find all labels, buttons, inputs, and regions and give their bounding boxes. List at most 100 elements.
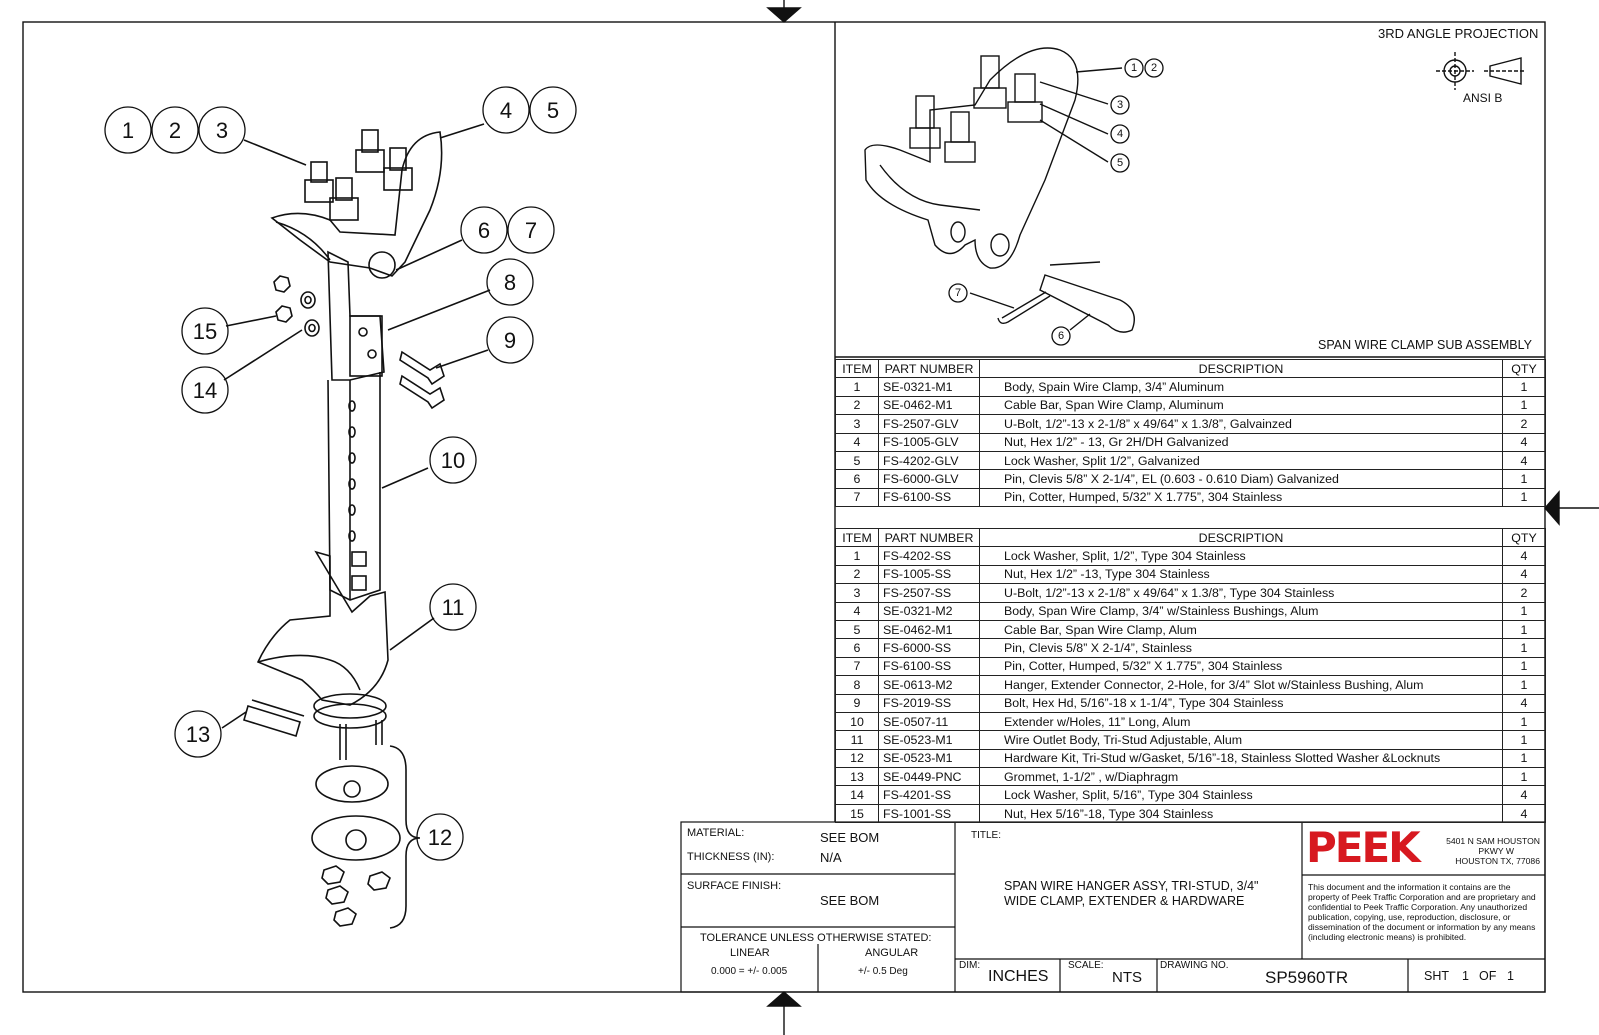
bom-qty-cell: 1 bbox=[1502, 767, 1546, 787]
balloon-7: 7 bbox=[524, 218, 538, 243]
bom-part-cell: FS-1005-GLV bbox=[878, 432, 980, 452]
balloon-5: 5 bbox=[546, 98, 560, 123]
dim-value: INCHES bbox=[988, 968, 1049, 985]
balloon-10: 10 bbox=[440, 448, 466, 473]
angular-value: +/- 0.5 Deg bbox=[858, 966, 908, 977]
bom-item-cell: 8 bbox=[835, 675, 879, 695]
balloon-2: 2 bbox=[168, 118, 182, 143]
of-label: OF bbox=[1479, 969, 1497, 983]
drawing-number-value: SP5960TR bbox=[1265, 968, 1349, 987]
bom-item-cell: 10 bbox=[835, 711, 879, 732]
sub-balloon-4: 4 bbox=[1116, 128, 1124, 140]
top-center-arrow-icon bbox=[766, 7, 802, 23]
bom-part-cell: SE-0523-M1 bbox=[878, 730, 980, 750]
bom-description-cell: Nut, Hex 1/2” -13, Type 304 Stainless bbox=[979, 564, 1503, 585]
finish-value: SEE BOM bbox=[820, 893, 880, 908]
bom-qty-cell: 4 bbox=[1502, 785, 1546, 805]
bom-qty-cell: 4 bbox=[1502, 803, 1546, 824]
bom-qty-cell: 2 bbox=[1502, 414, 1546, 434]
bom-item-cell: 7 bbox=[835, 656, 879, 677]
bom-description-cell: Pin, Cotter, Humped, 5/32” X 1.775”, 304… bbox=[979, 656, 1503, 677]
exploded-assembly-view bbox=[221, 123, 491, 929]
sheet-value: 1 bbox=[1462, 969, 1469, 983]
bom-item-cell: 15 bbox=[835, 803, 879, 824]
balloon-6: 6 bbox=[477, 218, 491, 243]
bom-item-cell: 11 bbox=[835, 730, 879, 750]
right-center-arrow-icon bbox=[1544, 490, 1560, 526]
balloon-12: 12 bbox=[427, 825, 453, 850]
bom-part-cell: FS-1005-SS bbox=[878, 564, 980, 585]
bom-description-cell: Nut, Hex 5/16”-18, Type 304 Stainless bbox=[979, 803, 1503, 824]
bom-qty-cell: 1 bbox=[1502, 469, 1546, 489]
bom-item-cell: 1 bbox=[835, 377, 879, 397]
balloon-11: 11 bbox=[441, 595, 465, 620]
company-address: 5401 N SAM HOUSTON PKWY W HOUSTON TX, 77… bbox=[1440, 836, 1540, 866]
sub-balloon-1: 1 bbox=[1130, 62, 1138, 74]
bom-part-cell: FS-6100-SS bbox=[878, 656, 980, 677]
tolerance-title: TOLERANCE UNLESS OTHERWISE STATED: bbox=[700, 932, 932, 944]
bom-qty-cell: 4 bbox=[1502, 450, 1546, 471]
bom-item-cell: 14 bbox=[835, 785, 879, 805]
col-qty: QTY bbox=[1502, 358, 1546, 379]
bom-item-cell: 2 bbox=[835, 564, 879, 585]
balloon-3: 3 bbox=[215, 118, 229, 143]
bom-description-cell: Pin, Cotter, Humped, 5/32” X 1.775”, 304… bbox=[979, 487, 1503, 508]
bom-description-cell: Bolt, Hex Hd, 5/16”-18 x 1-1/4”, Type 30… bbox=[979, 693, 1503, 713]
bom-description-cell: Hardware Kit, Tri-Stud w/Gasket, 5/16”-1… bbox=[979, 748, 1503, 769]
bom-part-cell: SE-0507-11 bbox=[878, 711, 980, 732]
main-bom-header: ITEM PART NUMBER DESCRIPTION QTY bbox=[835, 527, 1546, 548]
sheet-label: SHT bbox=[1424, 969, 1449, 983]
bom-part-cell: FS-4201-SS bbox=[878, 785, 980, 805]
bom-description-cell: Lock Washer, Split, 1/2”, Type 304 Stain… bbox=[979, 546, 1503, 566]
bom-part-cell: SE-0321-M1 bbox=[878, 377, 980, 397]
material-label: MATERIAL: bbox=[687, 827, 745, 839]
bom-part-cell: FS-6000-GLV bbox=[878, 469, 980, 489]
projection-title: 3RD ANGLE PROJECTION bbox=[1378, 26, 1539, 41]
sub-bom-header: ITEM PART NUMBER DESCRIPTION QTY bbox=[835, 358, 1546, 379]
bom-description-cell: U-Bolt, 1/2”-13 x 2-1/8” x 49/64” x 1.3/… bbox=[979, 414, 1503, 434]
bom-part-cell: FS-1001-SS bbox=[878, 803, 980, 824]
bom-part-cell: SE-0613-M2 bbox=[878, 675, 980, 695]
bom-item-cell: 5 bbox=[835, 450, 879, 471]
bom-description-cell: Pin, Clevis 5/8” X 2-1/4”, EL (0.603 - 0… bbox=[979, 469, 1503, 489]
bom-description-cell: Body, Span Wire Clamp, 3/4” w/Stainless … bbox=[979, 601, 1503, 621]
bom-qty-cell: 1 bbox=[1502, 487, 1546, 508]
bom-qty-cell: 1 bbox=[1502, 675, 1546, 695]
bom-item-cell: 13 bbox=[835, 767, 879, 787]
sub-balloon-3: 3 bbox=[1116, 99, 1124, 111]
bom-item-cell: 2 bbox=[835, 395, 879, 416]
bom-qty-cell: 2 bbox=[1502, 583, 1546, 603]
scale-label: SCALE: bbox=[1068, 960, 1104, 971]
confidentiality-notice: This document and the information it con… bbox=[1308, 882, 1536, 942]
thickness-label: THICKNESS (IN): bbox=[687, 851, 775, 863]
bom-part-cell: FS-6000-SS bbox=[878, 638, 980, 658]
bom-description-cell: Wire Outlet Body, Tri-Stud Adjustable, A… bbox=[979, 730, 1503, 750]
bom-item-cell: 12 bbox=[835, 748, 879, 769]
drawing-number-label: DRAWING NO. bbox=[1160, 960, 1229, 971]
bom-part-cell: FS-2507-GLV bbox=[878, 414, 980, 434]
bom-qty-cell: 4 bbox=[1502, 693, 1546, 713]
bom-part-cell: SE-0321-M2 bbox=[878, 601, 980, 621]
bom-item-cell: 6 bbox=[835, 638, 879, 658]
bom-item-cell: 4 bbox=[835, 601, 879, 621]
bom-item-cell: 3 bbox=[835, 583, 879, 603]
col-item: ITEM bbox=[835, 358, 879, 379]
bom-qty-cell: 4 bbox=[1502, 432, 1546, 452]
bom-description-cell: Hanger, Extender Connector, 2-Hole, for … bbox=[979, 675, 1503, 695]
bom-description-cell: Extender w/Holes, 11” Long, Alum bbox=[979, 711, 1503, 732]
bom-item-cell: 9 bbox=[835, 693, 879, 713]
bottom-center-arrow-icon bbox=[766, 991, 802, 1007]
bom-qty-cell: 4 bbox=[1502, 546, 1546, 566]
